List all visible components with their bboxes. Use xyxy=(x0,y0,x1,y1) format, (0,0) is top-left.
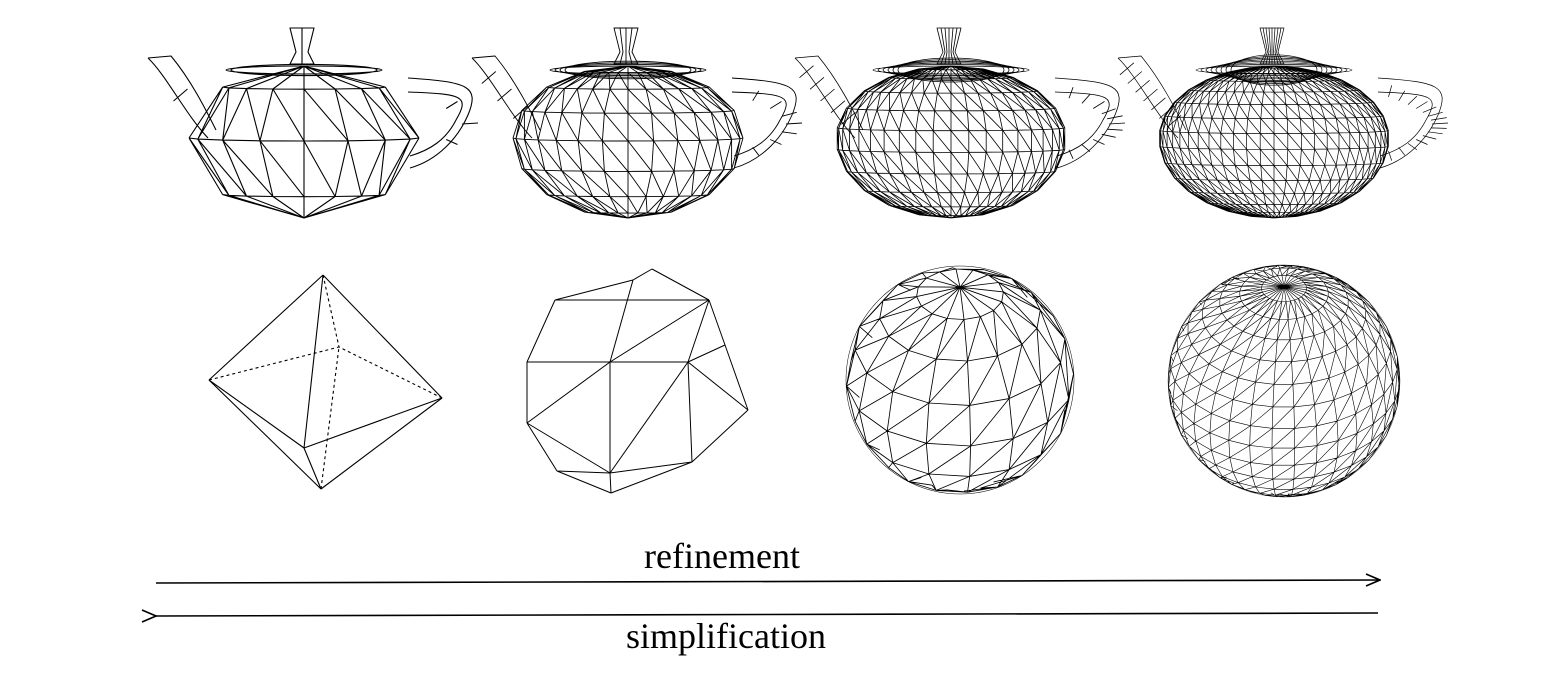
teapot-level-0-knob xyxy=(289,27,315,65)
sphere-level-0 xyxy=(208,274,443,490)
teapot-level-2-knob xyxy=(936,27,962,65)
sphere-level-2 xyxy=(845,265,1075,495)
teapot-level-3-body xyxy=(1159,65,1389,219)
sphere-row xyxy=(208,264,1401,498)
sphere-level-1-mesh xyxy=(526,268,749,494)
teapot-level-0-handle xyxy=(407,77,479,169)
sphere-level-2-outline xyxy=(845,265,1075,495)
teapot-level-0-spout xyxy=(147,55,217,139)
teapot-level-1-body xyxy=(512,65,744,219)
teapot-level-1-spout xyxy=(471,55,541,139)
teapot-row xyxy=(147,27,1449,219)
sphere-level-3-outline xyxy=(1167,264,1401,498)
teapot-level-3-spout xyxy=(1117,55,1187,139)
teapot-level-0 xyxy=(147,27,479,219)
teapot-level-2-spout xyxy=(794,55,864,139)
teapot-level-3-knob xyxy=(1259,27,1285,65)
refinement-label: refinement xyxy=(644,536,800,576)
teapot-level-0-lid xyxy=(225,63,383,77)
sphere-level-1 xyxy=(526,268,749,494)
teapot-level-2-body xyxy=(836,65,1066,219)
sphere-level-2-mesh xyxy=(846,267,1074,493)
teapot-level-3 xyxy=(1117,27,1449,219)
simplification-label: simplification xyxy=(626,616,826,656)
refinement-arrow xyxy=(155,580,1380,583)
teapot-level-3-handle xyxy=(1377,77,1449,169)
teapot-level-1-lid xyxy=(549,60,707,80)
teapot-level-2 xyxy=(794,27,1126,219)
teapot-level-2-lid xyxy=(872,57,1030,83)
simplification-arrow xyxy=(156,613,1379,616)
sphere-level-3 xyxy=(1167,264,1401,498)
sphere-level-3-mesh xyxy=(1168,264,1400,498)
teapot-level-2-handle xyxy=(1054,77,1126,169)
teapot-level-1-knob xyxy=(613,27,639,65)
teapot-level-1 xyxy=(471,27,803,219)
teapot-level-1-handle xyxy=(731,77,803,169)
teapot-level-3-lid xyxy=(1195,54,1353,86)
teapot-level-0-body xyxy=(188,65,420,219)
